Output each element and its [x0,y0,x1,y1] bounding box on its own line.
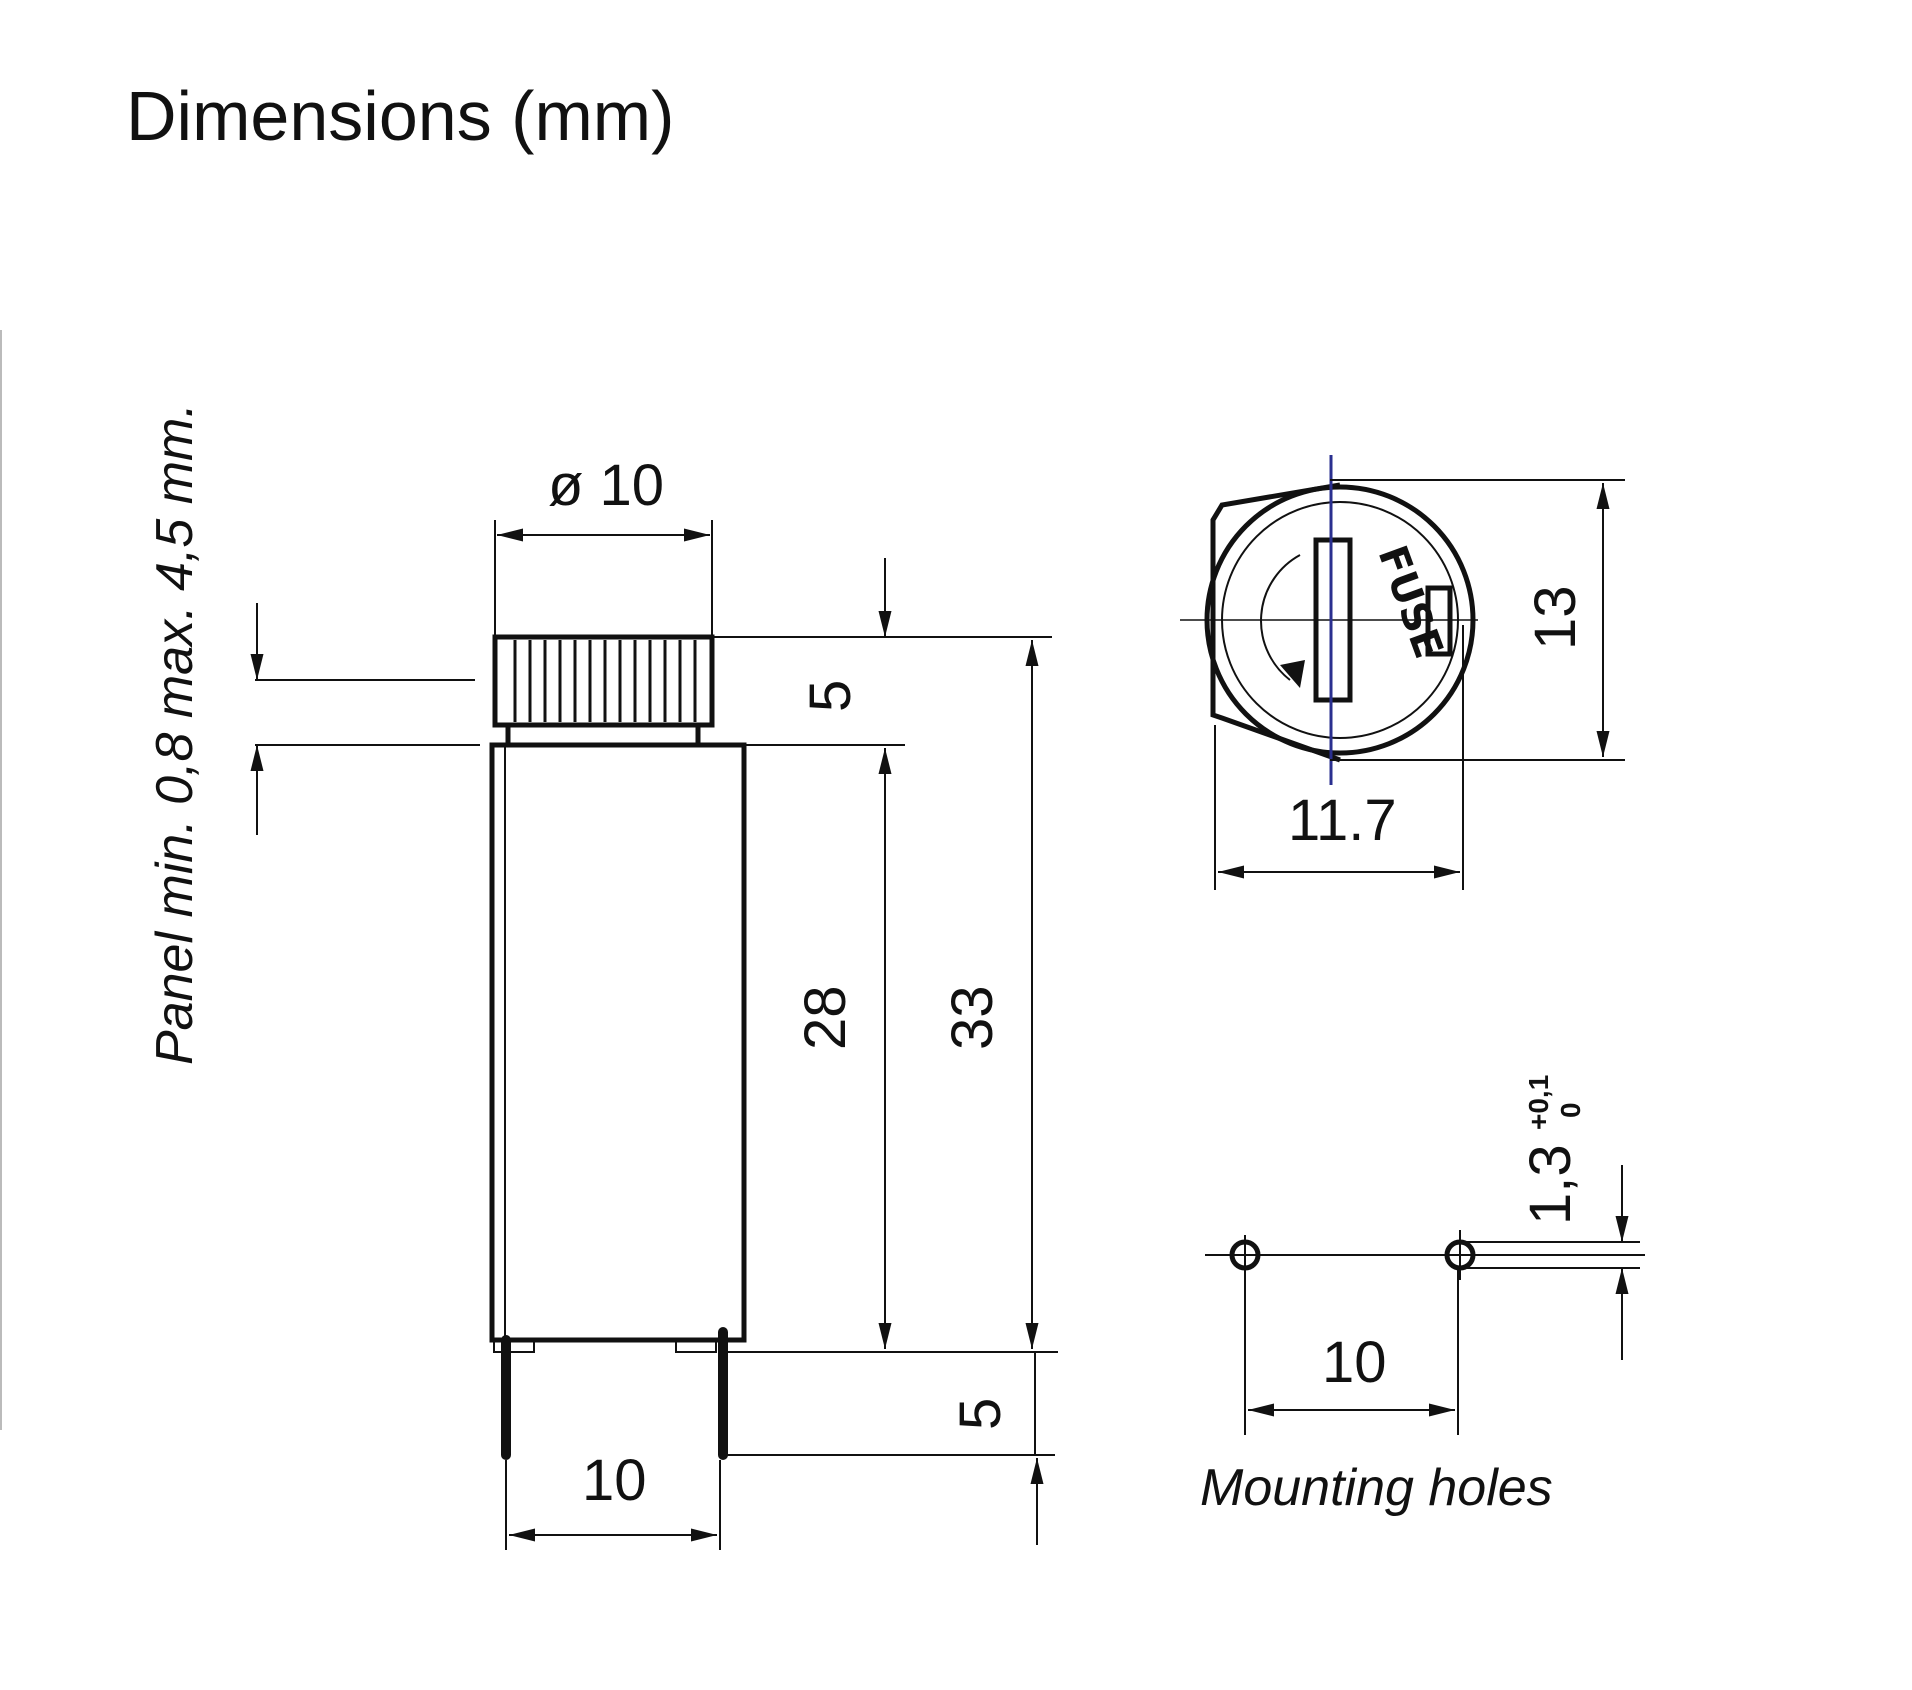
label-total-height: 33 [940,985,1005,1050]
label-diameter: ø 10 [548,453,664,518]
key-tab [1425,585,1453,657]
rotation-arrow [1260,554,1301,681]
label-pin-spacing: 10 [582,1448,647,1513]
side-view: ø 10 5 28 33 5 10 [250,453,1058,1550]
label-body-height: 28 [793,985,858,1050]
rotation-arrowhead [1280,660,1305,688]
bottom-tab-right [675,1339,717,1353]
label-hole-tol-upper: +0,1 [1523,1075,1554,1130]
cap-outline [492,634,715,728]
mounting-holes: 1,3 +0,1 0 10 Mounting holes [1200,1075,1645,1517]
fuse-slot [1313,537,1353,703]
body-outline [489,742,747,1343]
panel-note: Panel min. 0,8 max. 4,5 mm. [146,403,204,1065]
fuse-label: FUSE [1369,540,1452,665]
label-hole-spacing: 10 [1322,1330,1387,1395]
flange-outline [1210,482,1341,763]
label-front-height: 13 [1523,585,1588,650]
label-cap-height: 5 [798,680,863,712]
label-hole-diameter: 1,3 [1518,1144,1583,1225]
cap-knurl [513,640,697,722]
label-pin-length: 5 [948,1398,1013,1430]
page-title: Dimensions (mm) [126,77,674,155]
bottom-tab-left [493,1339,535,1353]
mounting-caption: Mounting holes [1200,1459,1553,1517]
label-front-width: 11.7 [1288,788,1397,853]
front-view: FUSE 13 11.7 [1180,455,1625,890]
label-hole-tol-lower: 0 [1555,1102,1586,1118]
